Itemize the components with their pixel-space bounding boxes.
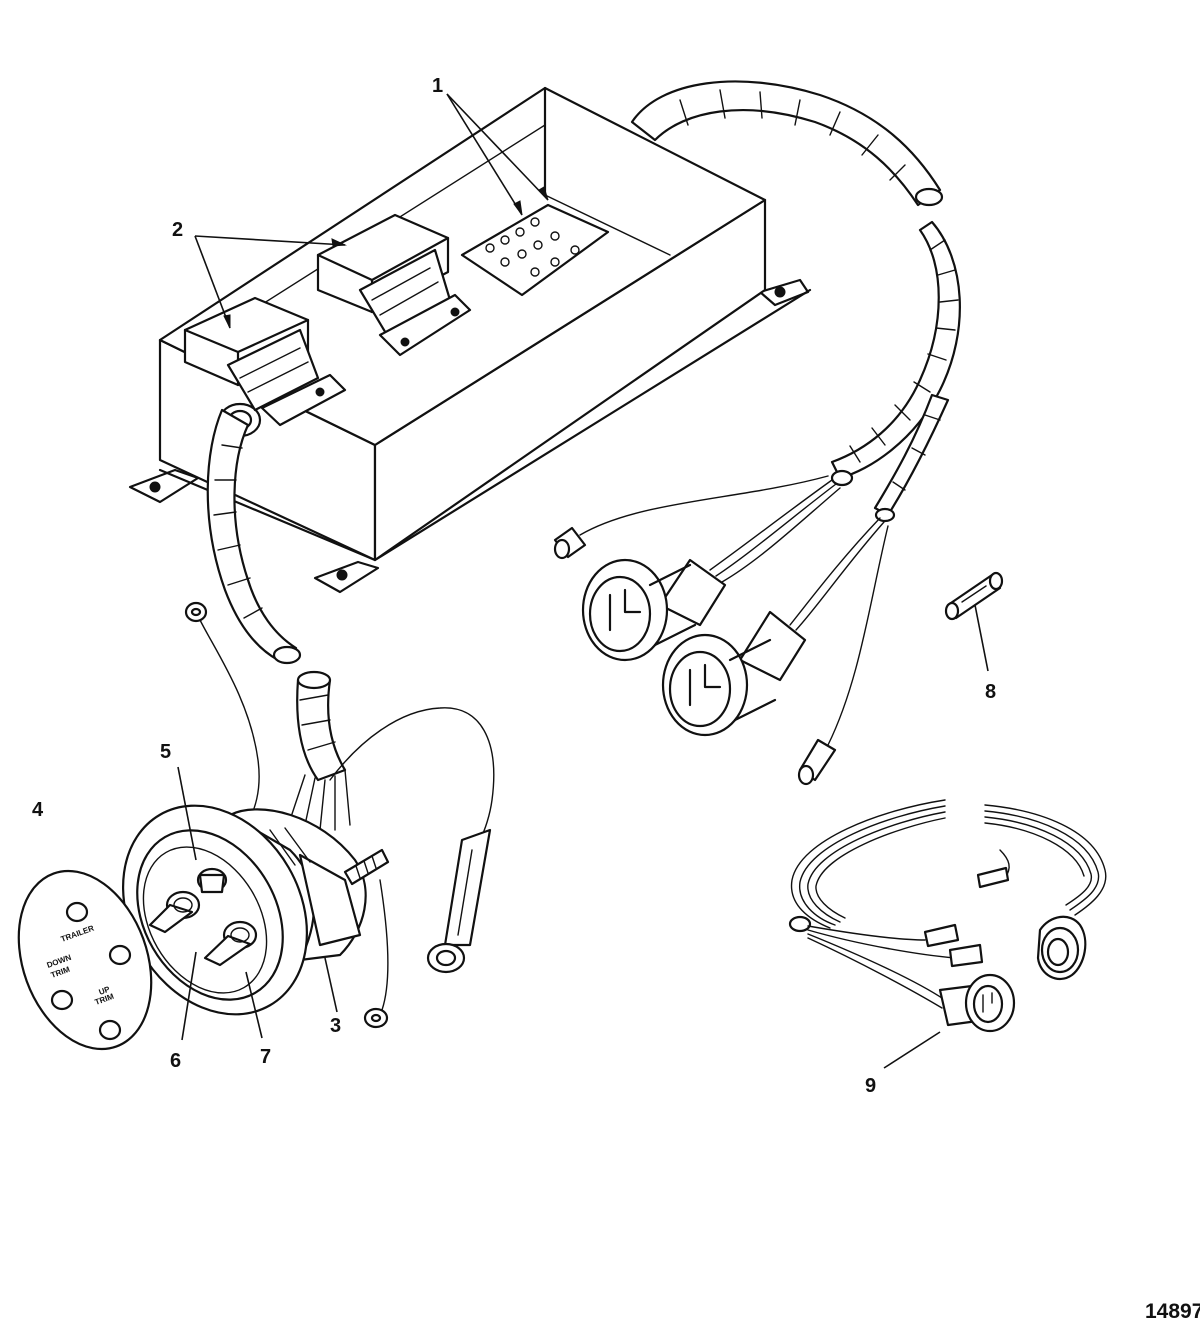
switch-harness [184,408,495,841]
leader-lines [177,93,989,1069]
figure-number: 14897 [1145,1300,1200,1323]
callout-6: 6 [170,1050,181,1072]
decal-right-label-1: UP [98,984,112,996]
toggle-switch-6 [148,890,201,934]
callout-5: 5 [160,741,171,763]
toggle-switch-7 [203,920,258,967]
callout-7: 7 [260,1046,271,1068]
switch-assembly [122,804,390,1029]
bullet-terminal-top [553,526,587,560]
toggle-switch-5 [196,867,228,894]
callout-3: 3 [330,1015,341,1037]
callout-9: 9 [865,1075,876,1097]
callout-2: 2 [172,219,183,241]
plug-connector-a [581,558,727,662]
control-box [128,86,812,594]
relay-front [183,296,347,427]
bullet-terminal-bottom [797,738,837,786]
trailer-harness [788,799,1107,1033]
plug-connector-b [661,610,807,737]
callout-1: 1 [432,75,443,97]
main-harness [579,80,961,746]
fuse [944,571,1004,621]
callout-8: 8 [985,681,996,703]
callout-4: 4 [32,799,44,821]
inline-fuse-holder [426,828,492,974]
terminal-block [460,203,610,297]
relay-rear [316,213,472,357]
decal-plate: TRAILER DOWN TRIM UP TRIM [17,869,153,1051]
